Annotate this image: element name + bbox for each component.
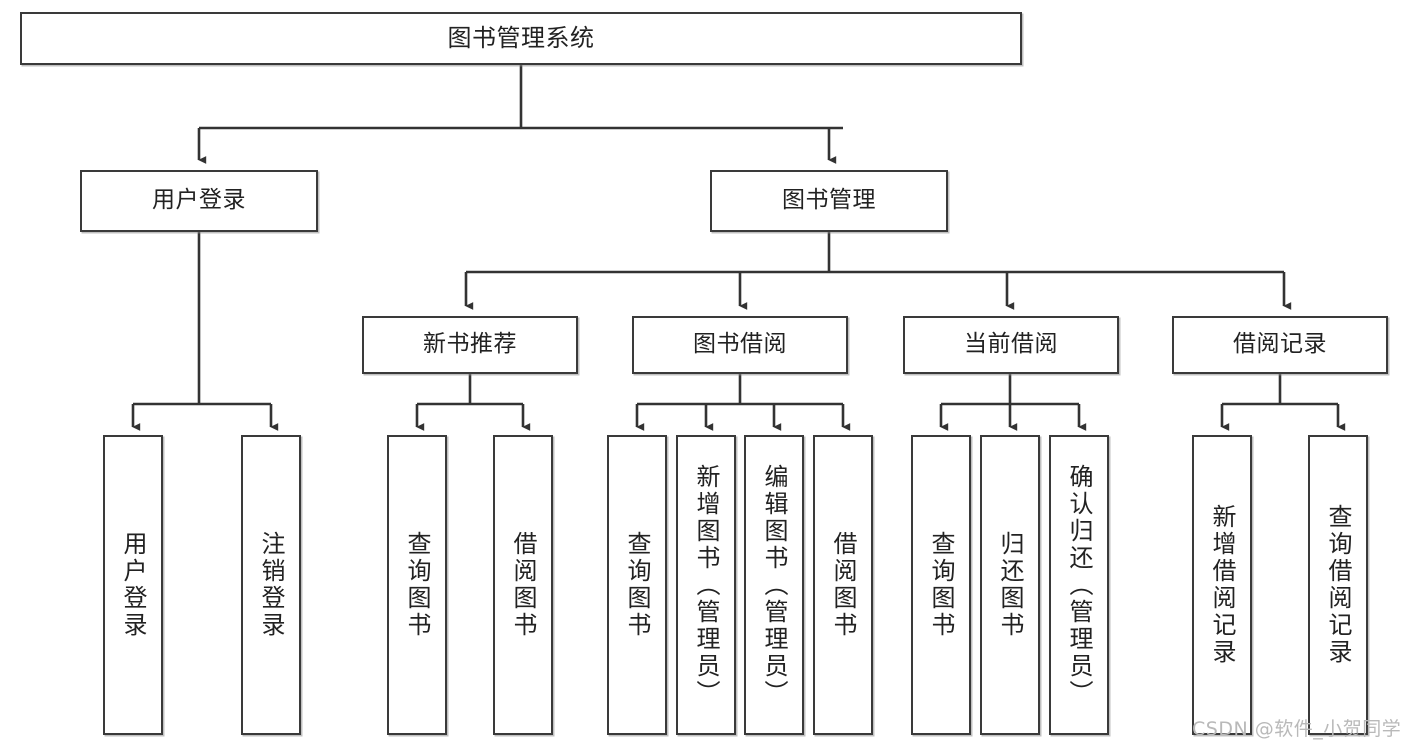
leaf-confirm-return-admin[interactable]: 确认归还（管理员） bbox=[1049, 435, 1109, 735]
node-current-borrow[interactable]: 当前借阅 bbox=[903, 316, 1119, 374]
node-book-management[interactable]: 图书管理 bbox=[710, 170, 948, 232]
node-label: 查询图书 bbox=[623, 531, 651, 639]
node-label: 查询图书 bbox=[927, 531, 955, 639]
leaf-add-borrow-record[interactable]: 新增借阅记录 bbox=[1192, 435, 1252, 735]
leaf-query-book-current[interactable]: 查询图书 bbox=[911, 435, 971, 735]
node-borrow-record[interactable]: 借阅记录 bbox=[1172, 316, 1388, 374]
node-label: 确认归还（管理员） bbox=[1065, 463, 1093, 707]
leaf-add-book-admin[interactable]: 新增图书（管理员） bbox=[676, 435, 736, 735]
node-book-borrow[interactable]: 图书借阅 bbox=[632, 316, 848, 374]
leaf-return-book[interactable]: 归还图书 bbox=[980, 435, 1040, 735]
node-label: 查询借阅记录 bbox=[1324, 504, 1352, 666]
node-label: 注销登录 bbox=[257, 531, 285, 639]
node-label: 查询图书 bbox=[403, 531, 431, 639]
node-new-book-recommend[interactable]: 新书推荐 bbox=[362, 316, 578, 374]
leaf-query-borrow-record[interactable]: 查询借阅记录 bbox=[1308, 435, 1368, 735]
node-label: 归还图书 bbox=[996, 531, 1024, 639]
leaf-borrow-book-recommend[interactable]: 借阅图书 bbox=[493, 435, 553, 735]
leaf-edit-book-admin[interactable]: 编辑图书（管理员） bbox=[744, 435, 804, 735]
leaf-query-book-borrow[interactable]: 查询图书 bbox=[607, 435, 667, 735]
node-label: 新增借阅记录 bbox=[1208, 504, 1236, 666]
leaf-user-login[interactable]: 用户登录 bbox=[103, 435, 163, 735]
node-label: 借阅图书 bbox=[509, 531, 537, 639]
node-label: 编辑图书（管理员） bbox=[760, 463, 788, 707]
node-user-login[interactable]: 用户登录 bbox=[80, 170, 318, 232]
node-root-system[interactable]: 图书管理系统 bbox=[20, 12, 1022, 65]
node-label: 新增图书（管理员） bbox=[692, 463, 720, 707]
node-label: 借阅图书 bbox=[829, 531, 857, 639]
node-label: 当前借阅 bbox=[964, 331, 1058, 358]
node-label: 图书管理 bbox=[782, 187, 876, 214]
node-label: 新书推荐 bbox=[423, 331, 517, 358]
node-label: 用户登录 bbox=[119, 531, 147, 639]
csdn-watermark: CSDN @软件_小贺同学 bbox=[1192, 718, 1402, 740]
node-label: 用户登录 bbox=[152, 187, 246, 214]
node-label: 图书管理系统 bbox=[447, 24, 595, 53]
leaf-logout[interactable]: 注销登录 bbox=[241, 435, 301, 735]
leaf-query-book-recommend[interactable]: 查询图书 bbox=[387, 435, 447, 735]
leaf-borrow-book[interactable]: 借阅图书 bbox=[813, 435, 873, 735]
node-label: 借阅记录 bbox=[1233, 331, 1327, 358]
node-label: 图书借阅 bbox=[693, 331, 787, 358]
